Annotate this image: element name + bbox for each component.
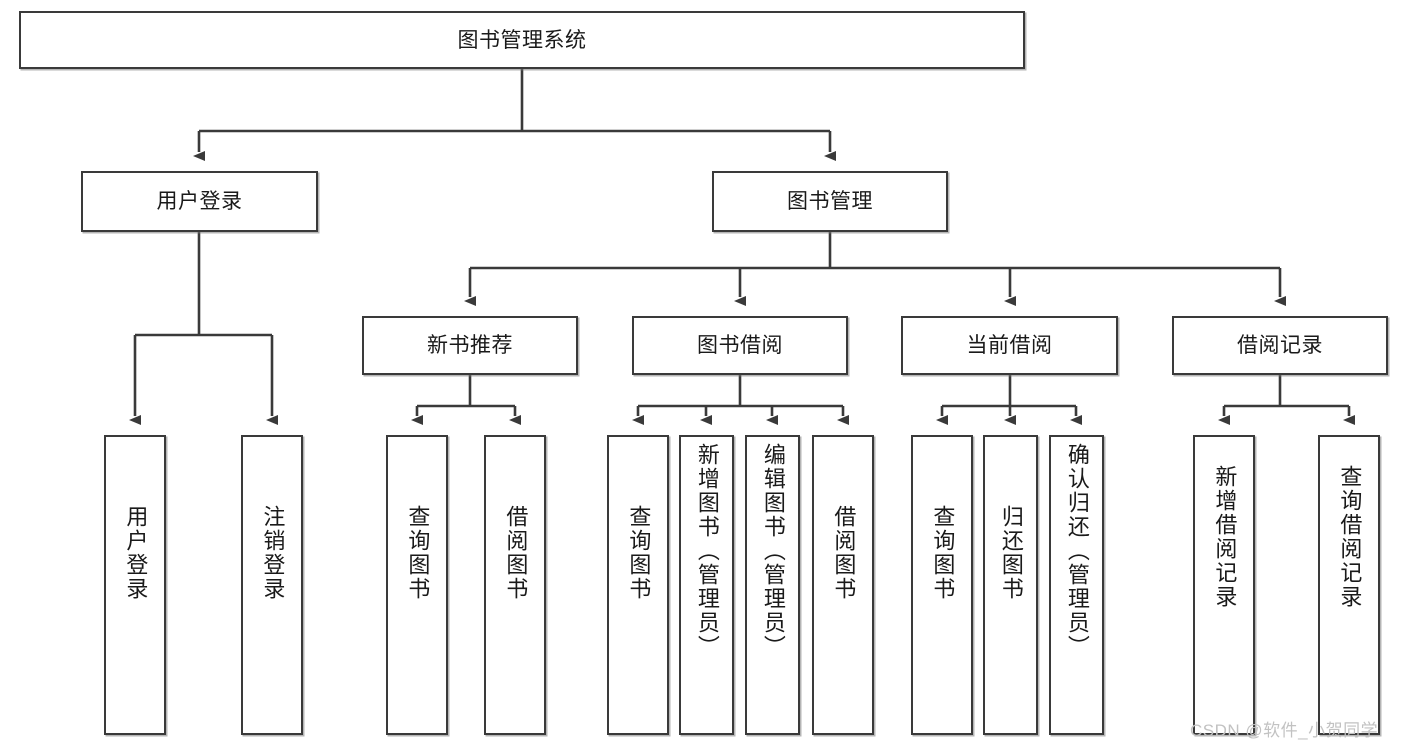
node-leaf-return-book[interactable]: 归还图书	[983, 435, 1038, 735]
node-leaf-user-login-label: 用户登录	[123, 505, 149, 601]
node-leaf-query-book-3[interactable]: 查询图书	[911, 435, 973, 735]
node-current-borrow[interactable]: 当前借阅	[901, 316, 1118, 375]
node-user-login[interactable]: 用户登录	[81, 171, 318, 232]
node-leaf-add-book-admin-label: 新增图书（管理员）	[694, 443, 720, 659]
node-leaf-logout-login[interactable]: 注销登录	[241, 435, 303, 735]
node-leaf-confirm-return-admin-label: 确认归还（管理员）	[1064, 443, 1090, 659]
node-leaf-query-borrow-record[interactable]: 查询借阅记录	[1318, 435, 1380, 735]
node-leaf-edit-book-admin[interactable]: 编辑图书（管理员）	[745, 435, 800, 735]
node-leaf-user-login[interactable]: 用户登录	[104, 435, 166, 735]
node-leaf-query-book-2[interactable]: 查询图书	[607, 435, 669, 735]
node-leaf-borrow-book-2[interactable]: 借阅图书	[812, 435, 874, 735]
node-leaf-logout-login-label: 注销登录	[260, 505, 286, 601]
node-leaf-add-borrow-record-label: 新增借阅记录	[1212, 465, 1238, 609]
csdn-watermark: CSDN @软件_小贺同学	[1190, 721, 1379, 740]
node-leaf-query-borrow-record-label: 查询借阅记录	[1337, 465, 1363, 609]
node-leaf-confirm-return-admin[interactable]: 确认归还（管理员）	[1049, 435, 1104, 735]
node-leaf-add-borrow-record[interactable]: 新增借阅记录	[1193, 435, 1255, 735]
node-book-borrow[interactable]: 图书借阅	[632, 316, 848, 375]
node-user-login-label: 用户登录	[156, 190, 243, 213]
node-leaf-query-book-3-label: 查询图书	[930, 505, 956, 601]
node-leaf-query-book-1-label: 查询图书	[405, 505, 431, 601]
node-borrow-record-label: 借阅记录	[1237, 334, 1323, 357]
node-new-book-recommend[interactable]: 新书推荐	[362, 316, 578, 375]
node-leaf-edit-book-admin-label: 编辑图书（管理员）	[760, 443, 786, 659]
node-leaf-borrow-book-2-label: 借阅图书	[831, 505, 857, 601]
node-book-management[interactable]: 图书管理	[712, 171, 948, 232]
node-leaf-query-book-2-label: 查询图书	[626, 505, 652, 601]
node-leaf-add-book-admin[interactable]: 新增图书（管理员）	[679, 435, 734, 735]
node-leaf-borrow-book-1-label: 借阅图书	[503, 505, 529, 601]
node-book-management-label: 图书管理	[787, 190, 873, 213]
node-borrow-record[interactable]: 借阅记录	[1172, 316, 1388, 375]
node-leaf-return-book-label: 归还图书	[998, 505, 1024, 601]
node-root-label: 图书管理系统	[457, 28, 587, 52]
node-new-book-recommend-label: 新书推荐	[427, 334, 513, 357]
node-leaf-query-book-1[interactable]: 查询图书	[386, 435, 448, 735]
node-current-borrow-label: 当前借阅	[966, 334, 1053, 357]
node-root[interactable]: 图书管理系统	[19, 11, 1025, 69]
node-book-borrow-label: 图书借阅	[697, 334, 783, 357]
node-leaf-borrow-book-1[interactable]: 借阅图书	[484, 435, 546, 735]
